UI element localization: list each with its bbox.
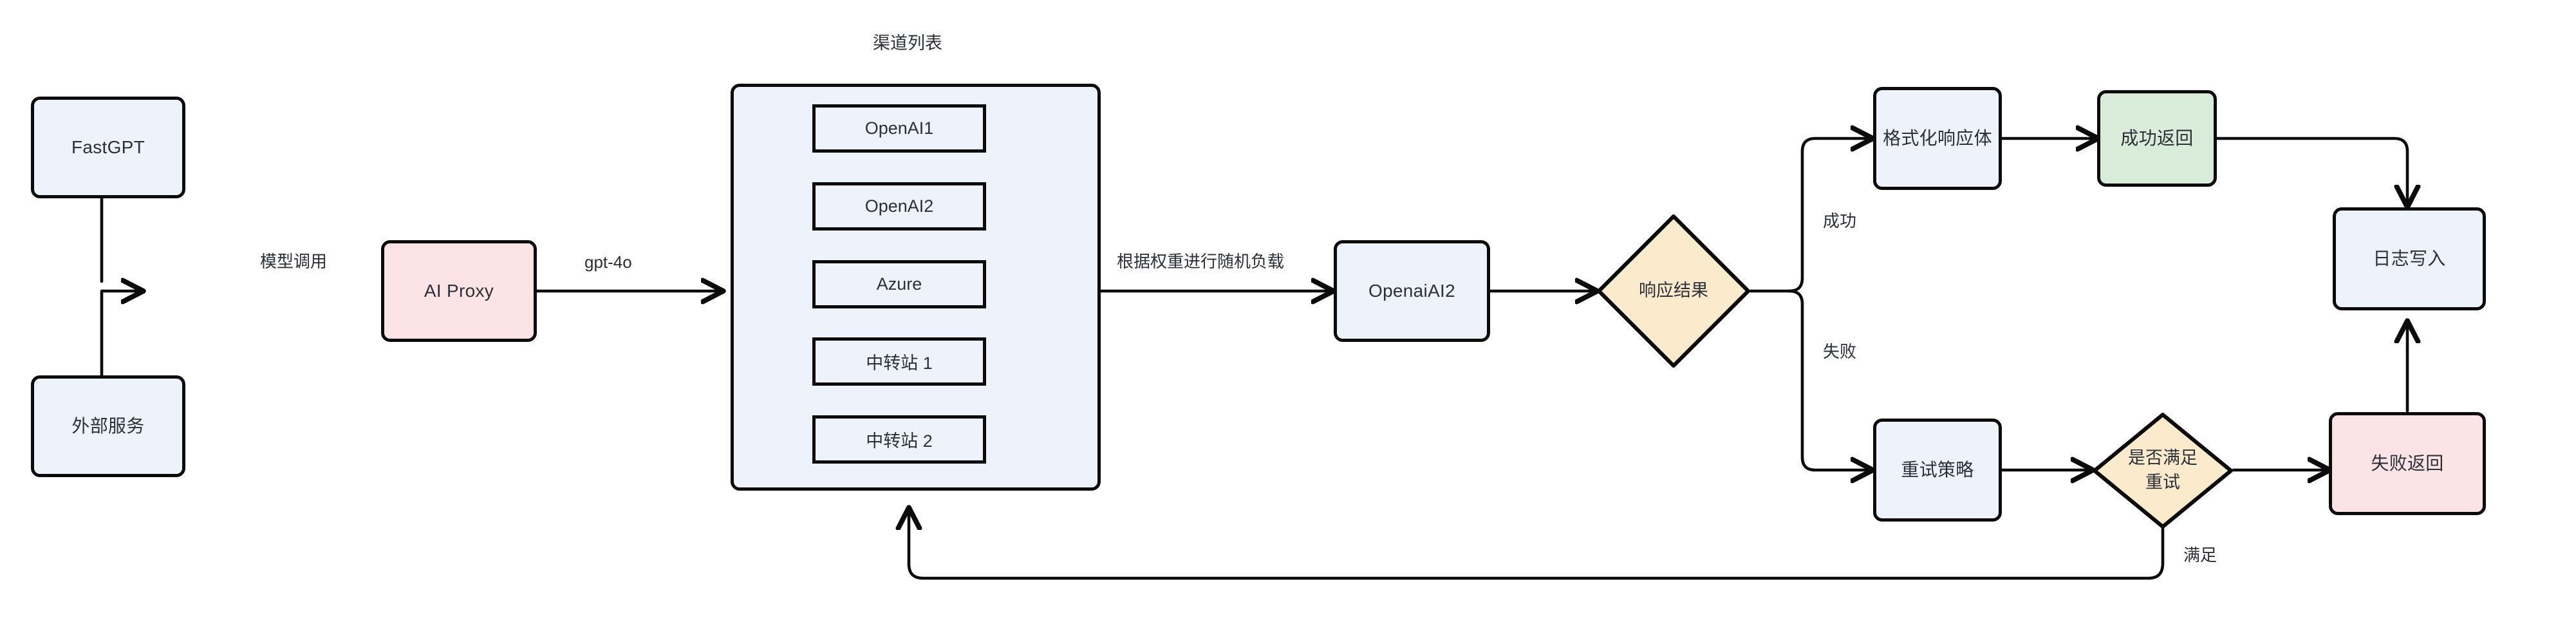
channel-item-openai1-label: OpenAI1: [864, 118, 934, 138]
node-fail-return[interactable]: 失败返回: [2329, 412, 2486, 515]
node-openai-ai2-label: OpenaiAI2: [1368, 281, 1456, 301]
response-result-shape: [1597, 214, 1750, 368]
node-fastgpt[interactable]: FastGPT: [31, 97, 185, 198]
node-log-write[interactable]: 日志写入: [2333, 207, 2486, 310]
channel-item-relay-1[interactable]: 中转站 1: [812, 337, 986, 386]
node-external-service[interactable]: 外部服务: [31, 375, 185, 477]
channel-item-relay-1-label: 中转站 1: [866, 353, 933, 373]
channel-item-relay-2-label: 中转站 2: [866, 431, 933, 451]
channel-item-azure-label: Azure: [876, 274, 922, 294]
channel-item-relay-2[interactable]: 中转站 2: [812, 415, 986, 464]
edge-label-success: 成功: [1823, 211, 1857, 231]
edge-label-model-call: 模型调用: [260, 252, 328, 271]
channel-item-openai2[interactable]: OpenAI2: [812, 182, 986, 231]
node-log-write-label: 日志写入: [2373, 249, 2446, 269]
node-retry-strategy[interactable]: 重试策略: [1873, 419, 2002, 522]
node-ai-proxy[interactable]: AI Proxy: [381, 240, 537, 342]
edge-label-satisfied: 满足: [2183, 545, 2217, 565]
channel-item-openai2-label: OpenAI2: [864, 196, 934, 216]
edge-label-weighted-random-load: 根据权重进行随机负载: [1117, 252, 1285, 271]
node-format-response-body[interactable]: 格式化响应体: [1873, 87, 2002, 190]
node-fail-return-label: 失败返回: [2371, 453, 2444, 474]
channel-item-openai1[interactable]: OpenAI1: [812, 104, 986, 153]
edge-label-failure: 失败: [1823, 342, 1857, 361]
node-success-return[interactable]: 成功返回: [2097, 90, 2217, 187]
retry-condition-shape: [2093, 413, 2233, 529]
edge-label-model-name: gpt-4o: [584, 252, 632, 272]
node-retry-condition-label: 是否满足 重试: [2128, 448, 2198, 492]
node-ai-proxy-label: AI Proxy: [424, 281, 494, 301]
channel-item-azure[interactable]: Azure: [812, 260, 986, 308]
node-success-return-label: 成功返回: [2120, 128, 2194, 149]
edge-response-failure: [1787, 289, 1872, 470]
channel-group-title: 渠道列表: [873, 33, 942, 53]
node-retry-strategy-label: 重试策略: [1901, 460, 1974, 480]
node-openai-ai2[interactable]: OpenaiAI2: [1334, 240, 1490, 342]
edge-success-return-to-log: [2215, 137, 2407, 206]
node-response-result[interactable]: 响应结果: [1596, 214, 1751, 368]
node-response-result-label: 响应结果: [1639, 281, 1708, 301]
node-format-response-body-label: 格式化响应体: [1883, 128, 1992, 149]
node-fastgpt-label: FastGPT: [71, 137, 145, 158]
node-retry-condition[interactable]: 是否满足 重试: [2092, 412, 2234, 529]
node-external-service-label: 外部服务: [71, 416, 145, 437]
